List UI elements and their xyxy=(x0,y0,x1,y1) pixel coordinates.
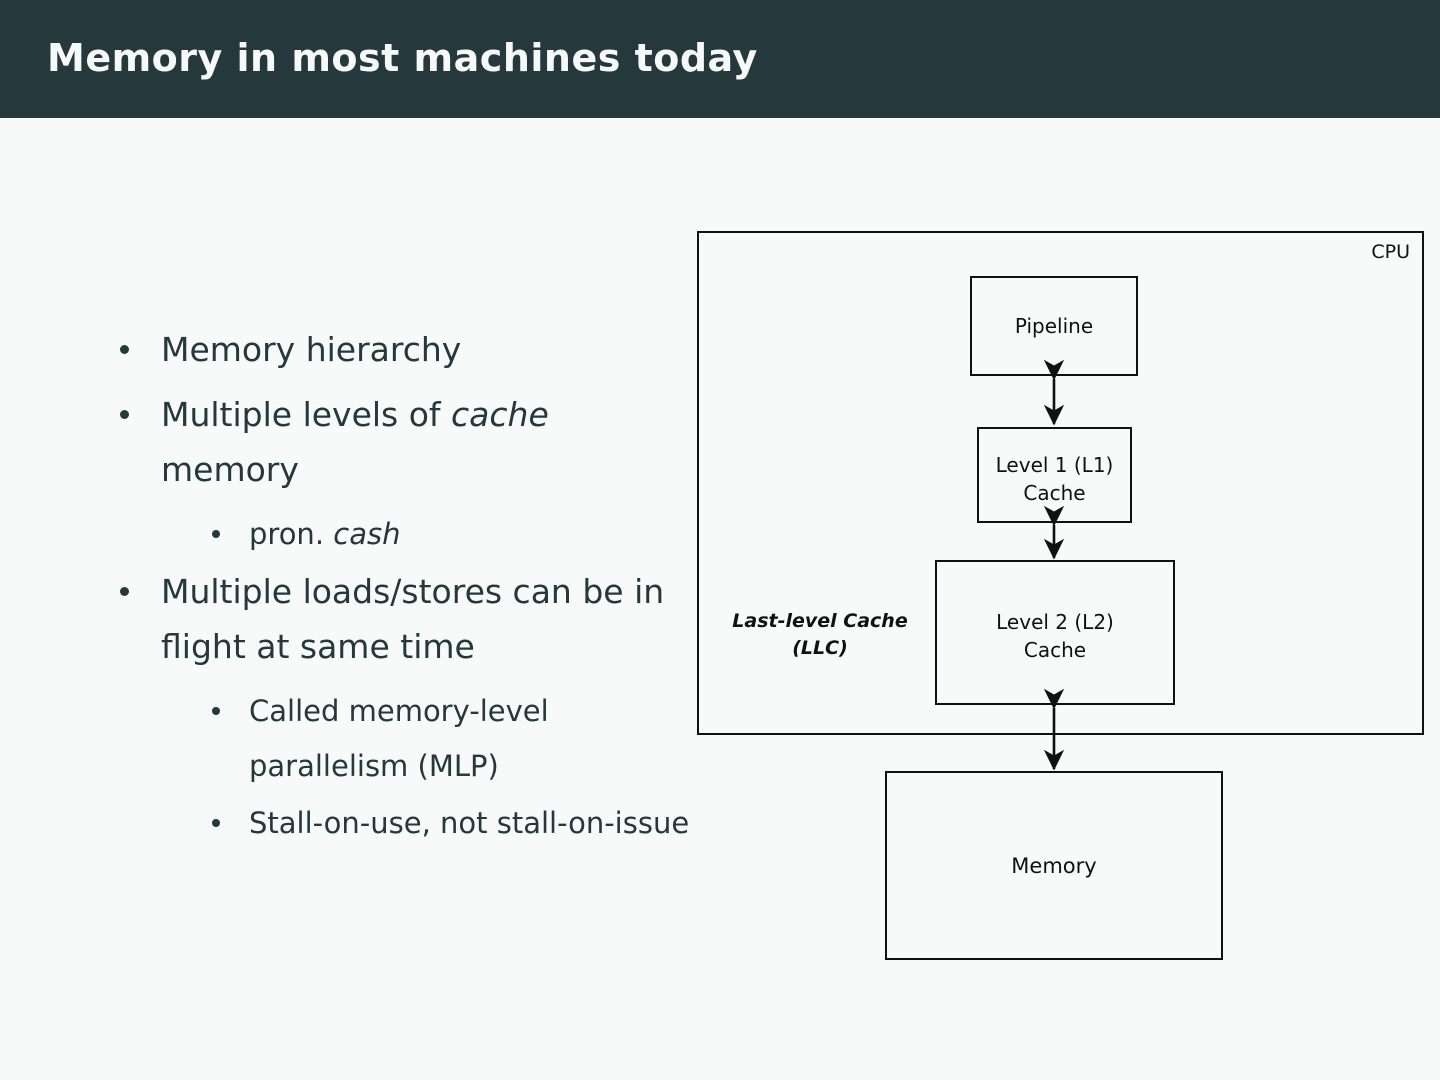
memory-box xyxy=(885,771,1223,960)
bullet-item-multiple-loads-stores: Multiple loads/stores can be in flight a… xyxy=(104,564,694,674)
bullet-text: Called memory-level parallelism (MLP) xyxy=(249,694,549,783)
bullet-dot-icon xyxy=(212,707,220,715)
bullet-dot-icon xyxy=(120,345,129,354)
bullet-text-emphasis: cash xyxy=(333,517,401,551)
cpu-label: CPU xyxy=(1371,241,1410,263)
bullet-list: Memory hierarchy Multiple levels of cach… xyxy=(104,322,694,853)
pipeline-label: Pipeline xyxy=(1014,314,1094,338)
bullet-text-part: pron. xyxy=(249,517,334,551)
bullet-text-emphasis: cache xyxy=(451,395,549,434)
bullet-text: Multiple loads/stores can be in flight a… xyxy=(161,572,665,666)
bullet-dot-icon xyxy=(120,587,129,596)
bullet-text: Memory hierarchy xyxy=(161,330,462,369)
memory-label: Memory xyxy=(1011,854,1097,878)
bullet-text: Stall-on-use, not stall-on-issue xyxy=(249,806,690,840)
l1-cache-label: Level 1 (L1) Cache xyxy=(995,453,1114,506)
bullet-dot-icon xyxy=(212,819,220,827)
bullet-item-multiple-levels-of-cache: Multiple levels of cache memory xyxy=(104,387,694,497)
slide-header-band xyxy=(0,0,1440,118)
bullet-item-memory-level-parallelism: Called memory-level parallelism (MLP) xyxy=(104,684,694,794)
bullet-dot-icon xyxy=(120,410,129,419)
page-title: Memory in most machines today xyxy=(47,36,758,80)
bullet-item-pron-cash: pron. cash xyxy=(104,507,694,562)
bullet-item-stall-on-use: Stall-on-use, not stall-on-issue xyxy=(104,796,694,851)
last-level-cache-label: Last-level Cache (LLC) xyxy=(732,610,908,659)
bullet-item-memory-hierarchy: Memory hierarchy xyxy=(104,322,694,377)
bullet-text-part: memory xyxy=(161,450,299,489)
bullet-dot-icon xyxy=(212,530,220,538)
bullet-text-part: Multiple levels of xyxy=(161,395,452,434)
l2-cache-label: Level 2 (L2) Cache xyxy=(996,610,1114,663)
